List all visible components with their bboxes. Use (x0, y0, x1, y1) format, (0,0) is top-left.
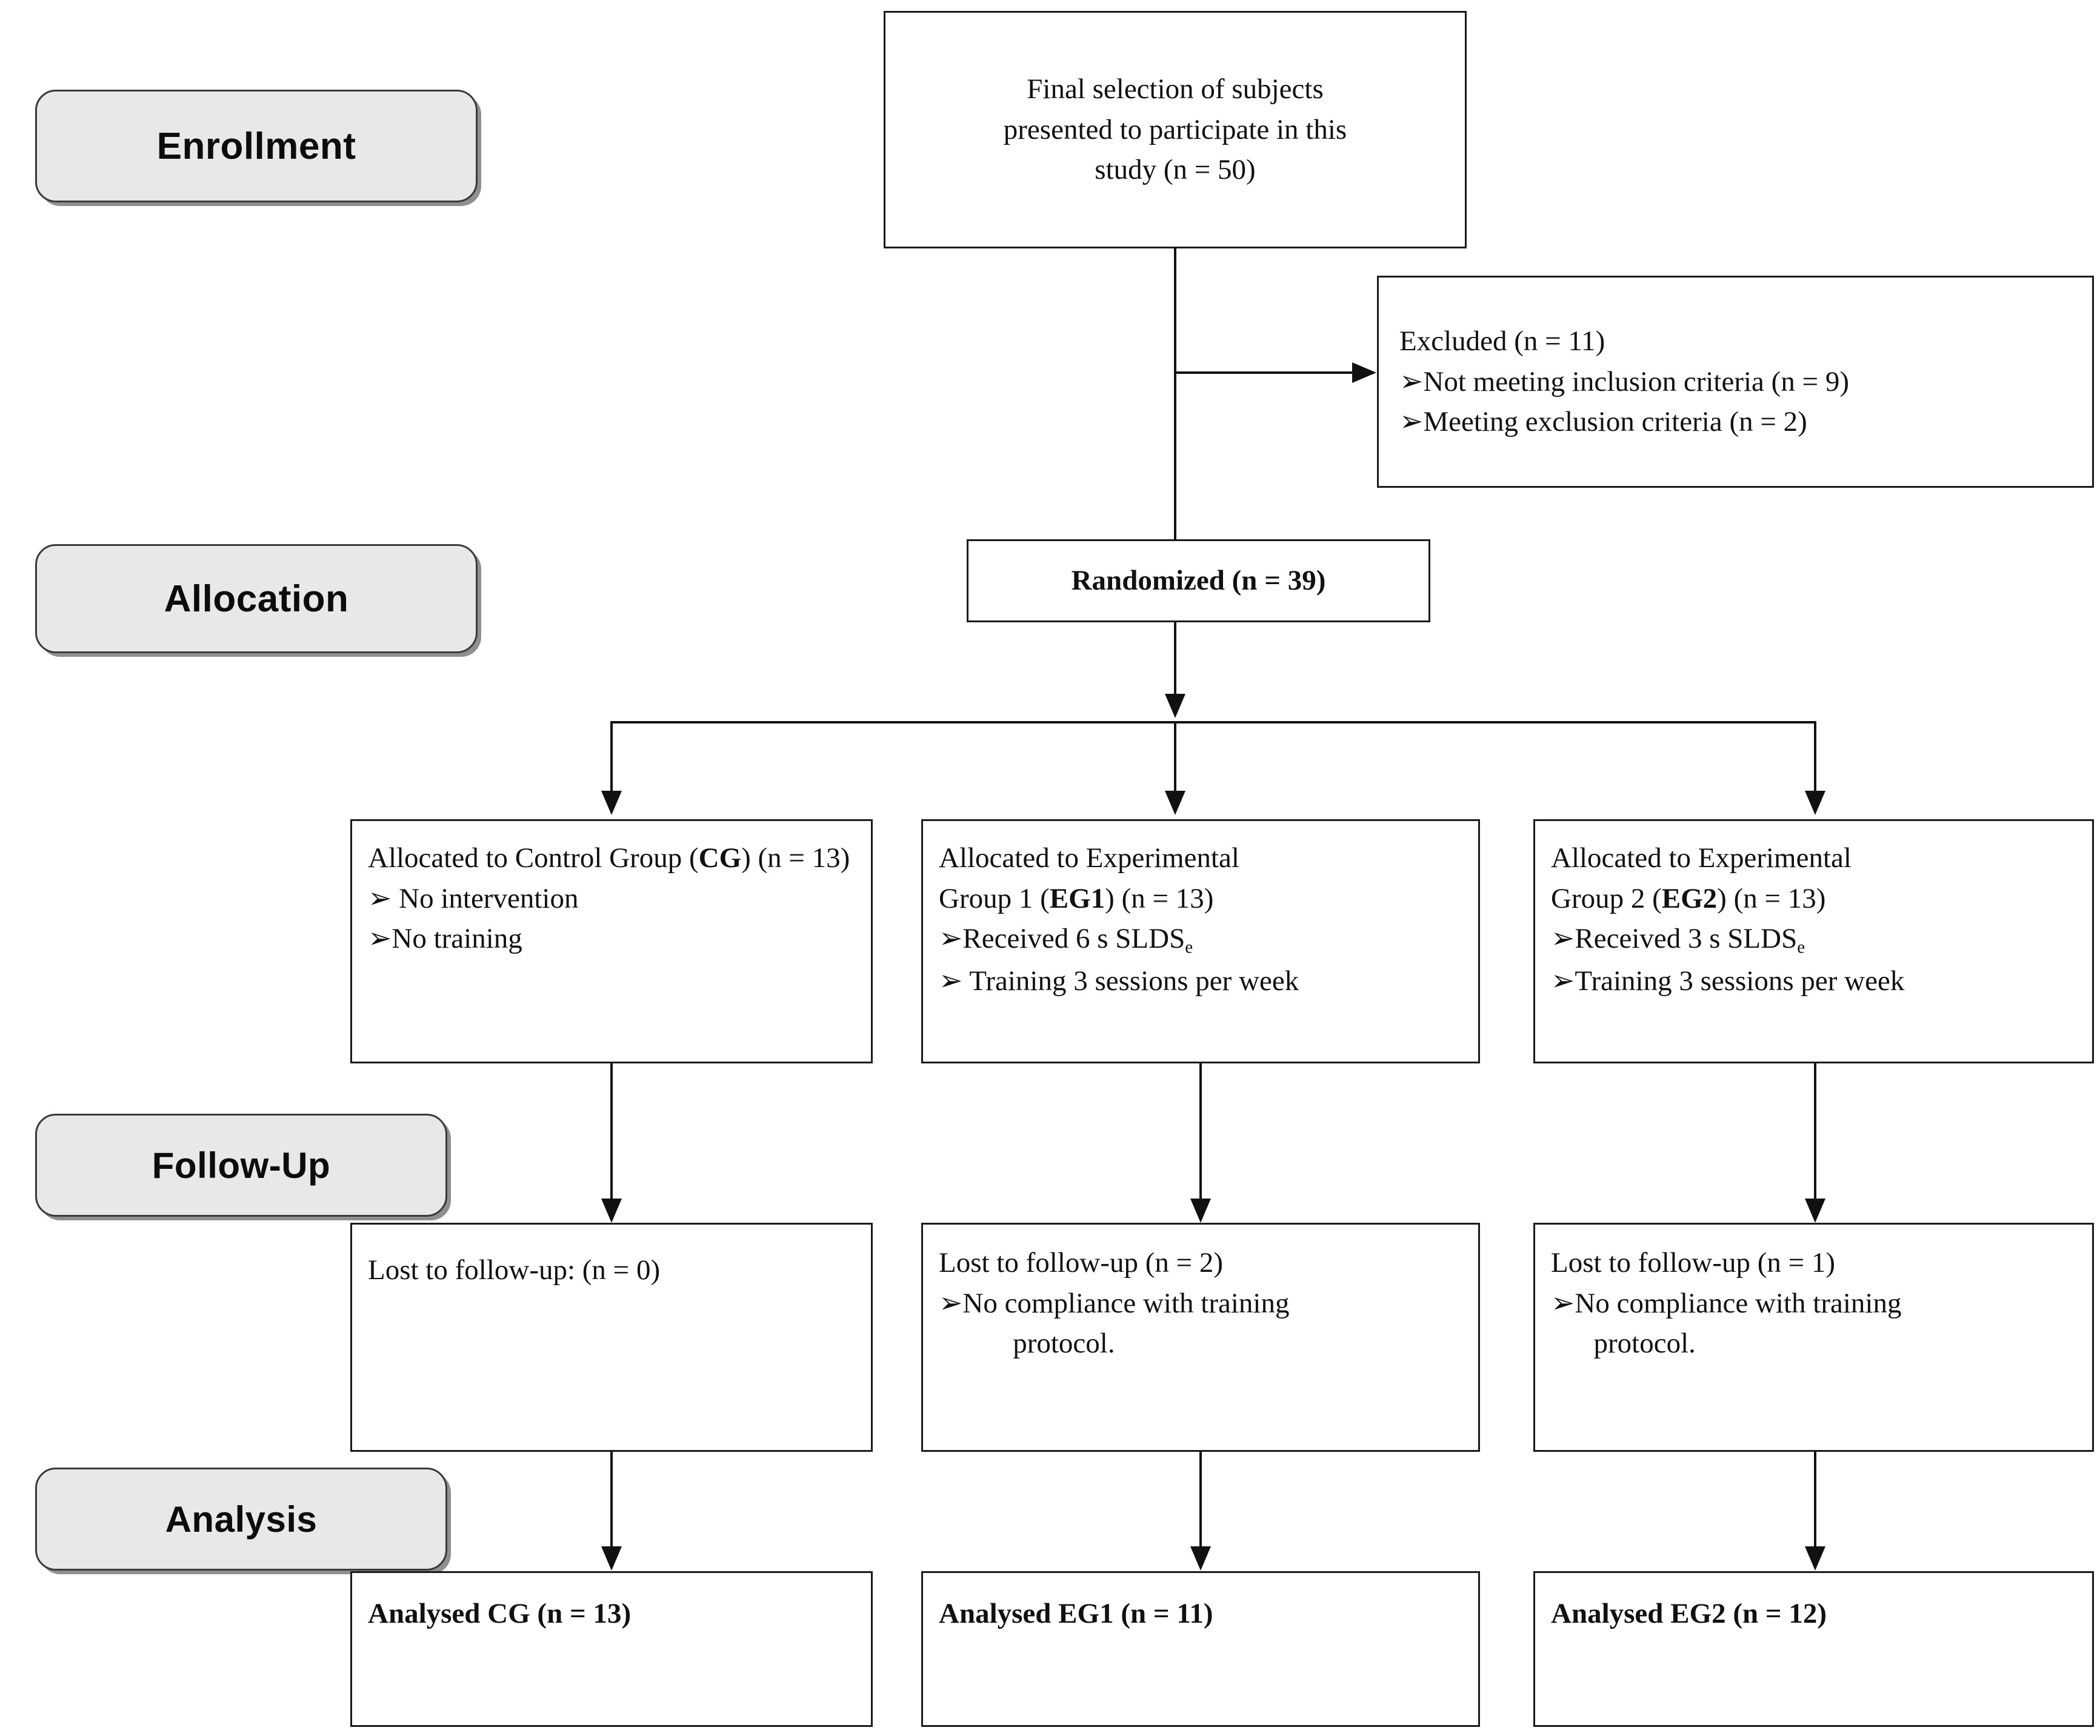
lost-cg-heading: Lost to follow-up: (n = 0) (368, 1254, 661, 1286)
phase-label-enrollment: Enrollment (35, 90, 478, 202)
node-allocated-eg1: Allocated to Experimental Group 1 (EG1) … (921, 819, 1480, 1063)
node-lost-cg: Lost to follow-up: (n = 0) (350, 1223, 873, 1452)
phase-label-followup: Follow-Up (35, 1114, 447, 1217)
lost-eg1-heading: Lost to follow-up (n = 2) (939, 1247, 1224, 1279)
bullet-glyph-icon: ➢ (1551, 1287, 1575, 1319)
phase-label-followup-text: Follow-Up (152, 1145, 331, 1186)
arrowhead-lost-eg2-to-analysed-eg2 (1805, 1546, 1825, 1571)
analysed-cg-text: Analysed CG (n = 13) (368, 1598, 632, 1629)
bullet-glyph-icon: ➢ (1399, 365, 1424, 397)
bullet-glyph-icon: ➢ (939, 965, 963, 997)
connector-alloc-eg1-to-lost-eg1 (1199, 1063, 1202, 1202)
analysed-eg2-text: Analysed EG2 (n = 12) (1551, 1598, 1827, 1629)
alloc-eg1-bullet-1: ➢Received 6 s SLDSe (939, 923, 1193, 958)
lost-eg2-bullet-1-cont: protocol. (1593, 1328, 1696, 1360)
alloc-eg1-line-2: Group 1 (EG1) (n = 13) (939, 882, 1214, 914)
bullet-glyph-icon: ➢ (368, 882, 392, 914)
phase-label-enrollment-text: Enrollment (156, 125, 356, 167)
alloc-cg-line-2: (CG) (n = 13) (688, 842, 850, 874)
sldse-subscript: e (1797, 938, 1805, 958)
connector-split-bar (610, 721, 1816, 723)
connector-to-excluded (1175, 371, 1352, 374)
analysed-eg1-text: Analysed EG1 (n = 11) (939, 1598, 1213, 1629)
connector-lost-cg-to-analysed-cg (610, 1452, 613, 1549)
connector-randomized-down (1174, 622, 1176, 710)
node-allocated-eg2: Allocated to Experimental Group 2 (EG2) … (1533, 819, 2094, 1063)
enrollment-line-3: study (n = 50) (1095, 154, 1256, 186)
alloc-eg2-bullet-2: ➢Training 3 sessions per week (1551, 965, 1905, 997)
connector-enrollment-to-randomized (1174, 248, 1176, 540)
connector-alloc-cg-to-lost-cg (610, 1063, 613, 1202)
phase-label-allocation-text: Allocation (164, 577, 349, 620)
excluded-bullet-1: ➢Not meeting inclusion criteria (n = 9) (1399, 365, 1849, 397)
node-lost-eg1: Lost to follow-up (n = 2) ➢No compliance… (921, 1223, 1480, 1452)
connector-lost-eg2-to-analysed-eg2 (1814, 1452, 1816, 1549)
arrowhead-lost-eg1-to-analysed-eg1 (1190, 1546, 1211, 1571)
bullet-glyph-icon: ➢ (1399, 406, 1424, 438)
node-excluded-box: Excluded (n = 11) ➢Not meeting inclusion… (1377, 276, 2094, 488)
arrowhead-to-excluded (1352, 362, 1376, 383)
phase-label-allocation: Allocation (35, 544, 478, 653)
alloc-eg2-bullet-1: ➢Received 3 s SLDSe (1551, 923, 1805, 958)
arrowhead-randomized-down (1165, 694, 1185, 718)
lost-eg1-bullet-1: ➢No compliance with training (939, 1287, 1290, 1319)
node-analysed-cg: Analysed CG (n = 13) (350, 1571, 873, 1727)
lost-eg1-bullet-1-cont: protocol. (1013, 1328, 1115, 1360)
alloc-eg1-line-1: Allocated to Experimental (939, 842, 1239, 874)
enrollment-line-1: Final selection of subjects (1027, 73, 1324, 105)
node-analysed-eg1: Analysed EG1 (n = 11) (921, 1571, 1480, 1727)
alloc-cg-bullet-1: ➢ No intervention (368, 882, 579, 914)
bullet-glyph-icon: ➢ (368, 923, 392, 955)
bullet-glyph-icon: ➢ (1551, 965, 1575, 997)
alloc-cg-bullet-2: ➢No training (368, 923, 522, 955)
alloc-eg2-line-2: Group 2 (EG2) (n = 13) (1551, 882, 1826, 914)
connector-alloc-eg2-to-lost-eg2 (1814, 1063, 1816, 1202)
alloc-cg-line-1: Allocated to Control Group (368, 842, 682, 874)
alloc-eg2-line-1: Allocated to Experimental (1551, 842, 1852, 874)
connector-split-leg-eg2 (1814, 721, 1816, 793)
alloc-eg1-bullet-2: ➢ Training 3 sessions per week (939, 965, 1299, 997)
arrowhead-alloc-eg2-to-lost-eg2 (1805, 1199, 1825, 1223)
sldse-subscript: e (1185, 938, 1193, 958)
arrowhead-split-leg-cg (601, 791, 622, 815)
connector-lost-eg1-to-analysed-eg1 (1199, 1452, 1202, 1549)
lost-eg2-heading: Lost to follow-up (n = 1) (1551, 1247, 1836, 1279)
randomized-text: Randomized (n = 39) (1071, 565, 1326, 597)
arrowhead-split-leg-eg2 (1805, 791, 1825, 815)
node-lost-eg2: Lost to follow-up (n = 1) ➢No compliance… (1533, 1223, 2094, 1452)
node-allocated-cg: Allocated to Control Group (CG) (n = 13)… (350, 819, 873, 1063)
node-analysed-eg2: Analysed EG2 (n = 12) (1533, 1571, 2094, 1727)
arrowhead-lost-cg-to-analysed-cg (601, 1546, 622, 1571)
arrowhead-split-leg-eg1 (1165, 791, 1185, 815)
excluded-heading: Excluded (n = 11) (1399, 325, 1605, 357)
connector-split-leg-eg1 (1174, 721, 1176, 793)
connector-split-leg-cg (610, 721, 613, 793)
phase-label-analysis-text: Analysis (165, 1498, 318, 1540)
lost-eg2-bullet-1: ➢No compliance with training (1551, 1287, 1902, 1319)
bullet-glyph-icon: ➢ (939, 1287, 963, 1319)
enrollment-line-2: presented to participate in this (1003, 113, 1347, 145)
arrowhead-alloc-cg-to-lost-cg (601, 1199, 622, 1223)
bullet-glyph-icon: ➢ (939, 923, 963, 955)
phase-label-analysis: Analysis (35, 1468, 447, 1571)
bullet-glyph-icon: ➢ (1551, 923, 1575, 955)
excluded-bullet-2: ➢Meeting exclusion criteria (n = 2) (1399, 406, 1807, 438)
node-randomized-box: Randomized (n = 39) (967, 539, 1430, 622)
node-enrollment-box: Final selection of subjects presented to… (884, 11, 1467, 248)
arrowhead-alloc-eg1-to-lost-eg1 (1190, 1199, 1211, 1223)
